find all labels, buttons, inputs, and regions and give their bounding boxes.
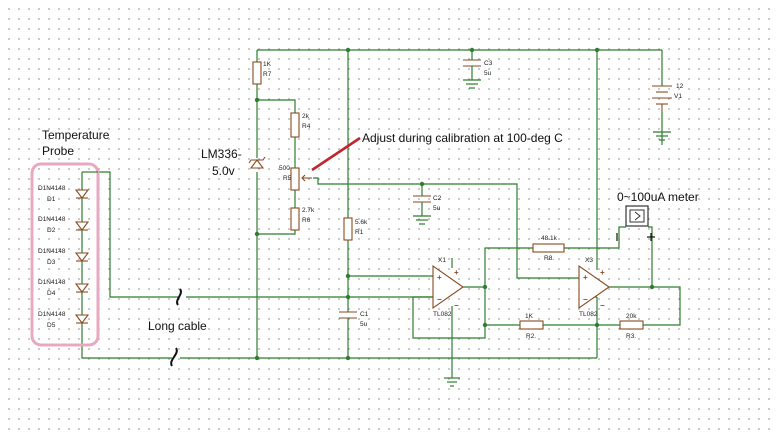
svg-text:+: + — [437, 273, 442, 282]
diode-ref-label: D5 — [47, 322, 56, 329]
resistor-ref-label: R3. — [626, 333, 636, 340]
resistor-r6: 2.7k R6 — [290, 207, 315, 231]
diode-ref-label: D1 — [47, 196, 56, 203]
resistor-ref-label: R2. — [526, 333, 536, 340]
diode-d5: D1N4148 D5 — [38, 311, 90, 329]
resistor-value-label: 5.6k — [355, 219, 368, 226]
resistor-r2: 1K R2. — [519, 313, 544, 340]
probe-outline — [30, 162, 100, 347]
meter-symbol — [616, 205, 655, 241]
resistor-ref-label: R1 — [355, 229, 364, 236]
diode-part-label: D1N4148 — [38, 279, 66, 286]
calibration-note: Adjust during calibration at 100-deg C — [362, 131, 563, 145]
capacitor-ref-label: C3 — [484, 60, 493, 67]
diode-ref-label: D4 — [47, 290, 56, 297]
lm336-label-line2: 5.0v — [212, 164, 235, 178]
probe-label-line2: Probe — [42, 144, 74, 158]
diode-d2: D1N4148 D2 — [38, 216, 90, 234]
opamp-ref-label: X1 — [438, 257, 446, 264]
junction-dots — [254, 47, 655, 361]
resistor-r8: 48.1k R8. — [532, 235, 565, 262]
opamp-part-label: TL082 — [579, 311, 598, 318]
resistor-r7: 1K R7 — [252, 61, 272, 85]
diode-d4: D1N4148 D4 — [38, 279, 90, 297]
capacitor-c1: C1 5u — [339, 311, 369, 330]
svg-text:−: − — [600, 301, 605, 310]
resistor-r4: 2k R4 — [290, 112, 311, 138]
capacitor-c3: C3 5u — [463, 59, 493, 80]
resistor-r3: 20k R3. — [619, 313, 644, 340]
diode-part-label: D1N4148 — [38, 185, 66, 192]
zener-lm336 — [248, 156, 266, 169]
resistor-value-label: 20k — [626, 313, 637, 320]
potentiometer-r5: 500 R5 — [279, 165, 312, 191]
resistor-value-label: 500 — [279, 165, 290, 172]
ground-c2 — [413, 215, 431, 225]
svg-text:+: + — [600, 268, 605, 277]
capacitor-value-label: 5u — [433, 205, 441, 212]
resistor-value-label: 48.1k — [541, 235, 558, 242]
battery-ref-label: V1 — [674, 93, 682, 100]
diode-part-label: D1N4148 — [38, 311, 66, 318]
diode-d3: D1N4148 D3 — [38, 248, 90, 266]
svg-text:−: − — [437, 295, 442, 304]
opamp-x1: + − + − X1 TL082 — [432, 257, 464, 318]
opamp-x3: + − + − X3 TL082 — [578, 257, 610, 318]
svg-text:+: + — [583, 273, 588, 282]
resistor-ref-label: R7 — [263, 71, 272, 78]
resistor-value-label: 2k — [302, 113, 310, 120]
resistor-ref-label: R4 — [302, 123, 311, 130]
resistor-r1: 5.6k R1 — [343, 217, 368, 241]
lm336-label-line1: LM336- — [201, 147, 242, 161]
svg-text:−: − — [583, 295, 588, 304]
ground-x1 — [444, 377, 460, 387]
cable-break-marks — [170, 288, 182, 367]
opamp-part-label: TL082 — [433, 311, 452, 318]
resistor-ref-label: R5 — [283, 175, 292, 182]
meter-label: 0~100uA meter — [617, 190, 699, 204]
diode-ref-label: D3 — [47, 259, 56, 266]
resistor-value-label: 2.7k — [302, 207, 315, 214]
resistor-ref-label: R6 — [302, 217, 311, 224]
diode-part-label: D1N4148 — [38, 216, 66, 223]
probe-label-line1: Temperature — [42, 128, 110, 142]
capacitor-ref-label: C2 — [433, 195, 442, 202]
resistor-ref-label: R8. — [544, 255, 554, 262]
capacitor-ref-label: C1 — [360, 311, 369, 318]
battery-v1: 12 V1 — [652, 83, 684, 112]
capacitor-c2: C2 5u — [413, 195, 442, 216]
diode-d1: D1N4148 D1 — [38, 185, 90, 203]
ground-v1 — [653, 131, 671, 141]
resistor-value-label: 1K — [525, 313, 534, 320]
opamp-ref-label: X3 — [585, 257, 593, 264]
battery-value-label: 12 — [676, 83, 684, 90]
svg-text:−: − — [454, 301, 459, 310]
ground-c3 — [463, 79, 481, 89]
resistor-value-label: 1K — [263, 61, 272, 68]
capacitor-value-label: 5u — [484, 70, 492, 77]
diode-ref-label: D2 — [47, 227, 56, 234]
wires — [81, 49, 681, 378]
long-cable-label: Long cable — [148, 319, 207, 333]
calibration-arrow — [311, 136, 361, 172]
diode-part-label: D1N4148 — [38, 248, 66, 255]
capacitor-value-label: 5u — [360, 321, 368, 328]
svg-text:+: + — [454, 268, 459, 277]
